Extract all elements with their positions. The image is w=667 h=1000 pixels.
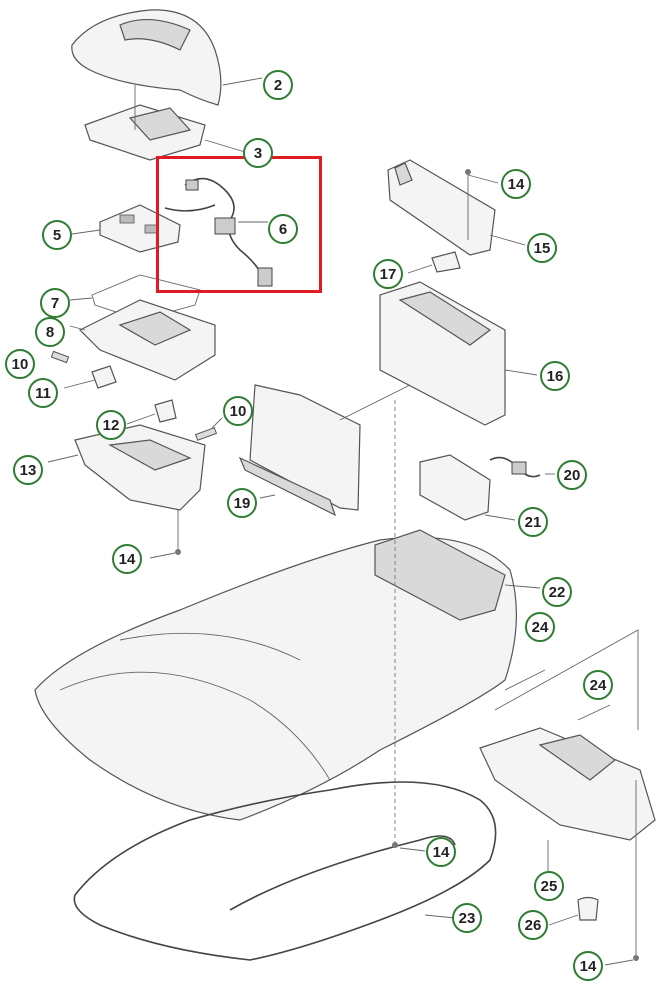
callout-part-7[interactable]: 7 bbox=[40, 288, 70, 318]
parts-20-21-connectors bbox=[419, 454, 555, 521]
callout-part-24-b[interactable]: 24 bbox=[583, 670, 613, 700]
callout-part-3[interactable]: 3 bbox=[243, 138, 273, 168]
callout-part-19[interactable]: 19 bbox=[227, 488, 257, 518]
callout-part-11[interactable]: 11 bbox=[28, 378, 58, 408]
parts-24-25-26-charging-assembly bbox=[479, 629, 656, 955]
callout-part-17[interactable]: 17 bbox=[373, 259, 403, 289]
part-5-circuit-board bbox=[71, 204, 181, 253]
callout-part-2[interactable]: 2 bbox=[263, 70, 293, 100]
part-16-housing bbox=[379, 281, 538, 426]
callout-part-21[interactable]: 21 bbox=[518, 507, 548, 537]
callout-part-14-d[interactable]: 14 bbox=[573, 951, 603, 981]
part-6-wiring-harness bbox=[164, 177, 273, 287]
callout-part-6[interactable]: 6 bbox=[268, 214, 298, 244]
part-13-bottom-housing bbox=[47, 424, 206, 550]
part-19-lid bbox=[238, 384, 411, 517]
parts-10-11-12-hardware bbox=[50, 350, 223, 441]
part-22-main-chassis bbox=[34, 400, 541, 845]
part-2-top-cover bbox=[71, 9, 263, 106]
part-17-clip bbox=[407, 251, 461, 274]
callout-part-22[interactable]: 22 bbox=[542, 577, 572, 607]
callout-part-14-a[interactable]: 14 bbox=[112, 544, 142, 574]
part-23-loop-wire bbox=[73, 781, 497, 961]
part-3-tray bbox=[84, 85, 246, 161]
callout-part-15[interactable]: 15 bbox=[527, 233, 557, 263]
callout-part-14-b[interactable]: 14 bbox=[501, 169, 531, 199]
callout-part-5[interactable]: 5 bbox=[42, 220, 72, 250]
part-15-bracket bbox=[387, 159, 526, 256]
callout-part-14-c[interactable]: 14 bbox=[426, 837, 456, 867]
callout-part-16[interactable]: 16 bbox=[540, 361, 570, 391]
callout-part-12[interactable]: 12 bbox=[96, 410, 126, 440]
highlight-box-part-6 bbox=[156, 156, 322, 293]
callout-part-8[interactable]: 8 bbox=[35, 317, 65, 347]
part-14-screws bbox=[149, 169, 639, 966]
callout-part-20[interactable]: 20 bbox=[557, 460, 587, 490]
callout-part-25[interactable]: 25 bbox=[534, 871, 564, 901]
callout-part-10-right[interactable]: 10 bbox=[223, 396, 253, 426]
callout-part-26[interactable]: 26 bbox=[518, 910, 548, 940]
callout-part-10-left[interactable]: 10 bbox=[5, 349, 35, 379]
callout-part-24-a[interactable]: 24 bbox=[525, 612, 555, 642]
part-7-8-housing bbox=[69, 274, 216, 381]
callout-part-23[interactable]: 23 bbox=[452, 903, 482, 933]
callout-part-13[interactable]: 13 bbox=[13, 455, 43, 485]
